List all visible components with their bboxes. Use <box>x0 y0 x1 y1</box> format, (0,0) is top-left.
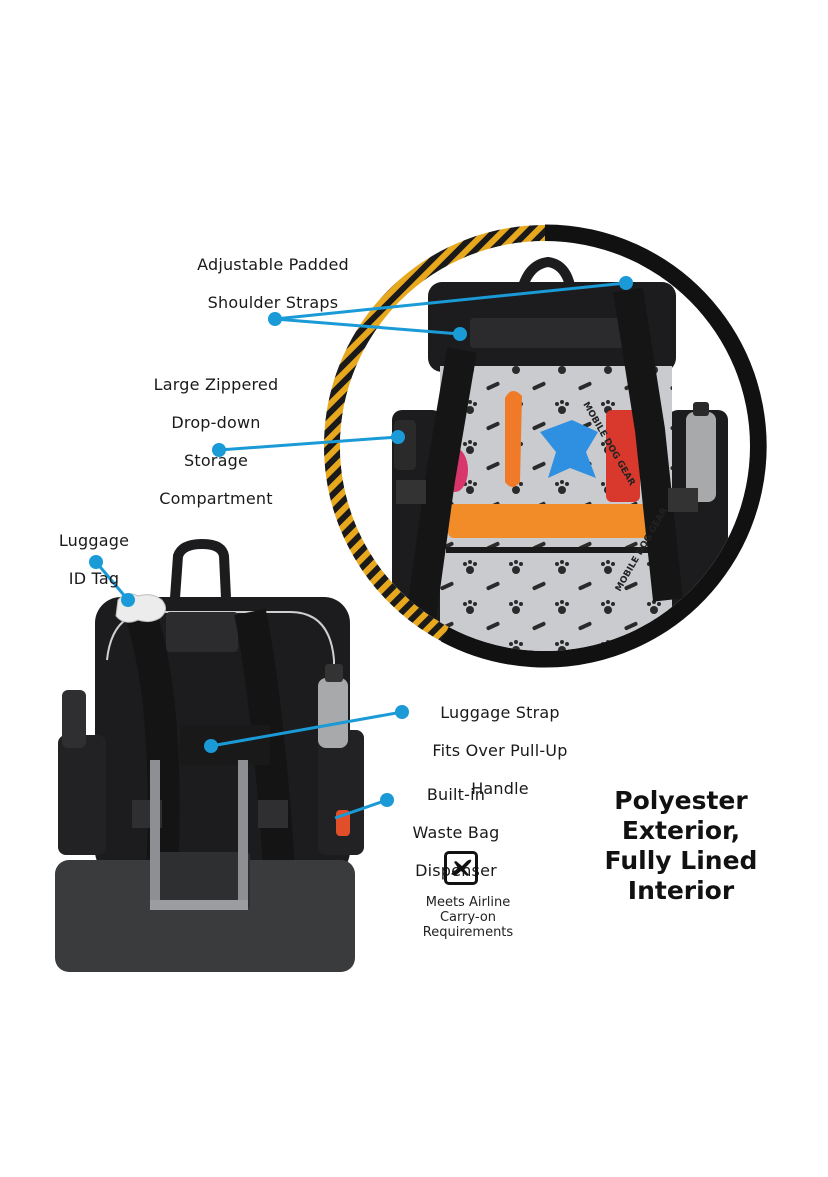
callout-dot <box>212 443 226 457</box>
callout-luggage-strap: Luggage Strap Fits Over Pull-Up Handle <box>432 703 568 798</box>
callout-dot <box>268 312 282 326</box>
callout-lines <box>94 281 627 820</box>
callout-shoulder-straps: Adjustable Padded Shoulder Straps <box>197 255 349 312</box>
material-heading: Polyester Exterior, Fully Lined Interior <box>604 786 758 905</box>
callout-dot <box>121 593 135 607</box>
detail-circle <box>324 224 767 668</box>
callout-dots <box>89 276 633 807</box>
backpack-on-suitcase <box>55 538 364 972</box>
callout-dot <box>380 793 394 807</box>
callout-luggage-id-tag: Luggage ID Tag <box>58 531 130 588</box>
callout-dot <box>453 327 467 341</box>
callout-dot <box>395 705 409 719</box>
airplane-icon <box>444 851 478 885</box>
callout-storage-compartment: Large Zippered Drop-down Storage Compart… <box>153 375 279 508</box>
airline-carry-on-note: Meets Airline Carry-on Requirements <box>422 895 514 940</box>
callout-dot <box>204 739 218 753</box>
callout-dot <box>89 555 103 569</box>
callout-dot <box>391 430 405 444</box>
callout-dot <box>619 276 633 290</box>
